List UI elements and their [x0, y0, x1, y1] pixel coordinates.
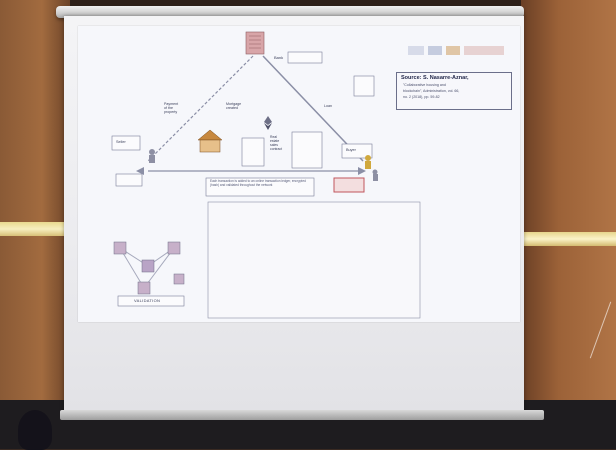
source-citation-box: Source: S. Nasarre-Aznar, "Collaborative… [396, 72, 512, 110]
person-icon [149, 149, 155, 163]
logo-2 [428, 46, 442, 55]
bank-to-buyer-arrow [262, 55, 364, 162]
validation-label: VALIDATION [134, 298, 161, 303]
house-icon [197, 129, 223, 153]
ceiling-light-left [0, 222, 70, 236]
logo-3 [446, 46, 460, 55]
projector-screen-roller [56, 6, 524, 18]
bank-label: Bank [274, 55, 284, 60]
source-line-3: blockchain", Administration, vol. 66, [403, 89, 460, 93]
source-line-4: no. 2 (2018), pp. 59-82 [403, 95, 440, 99]
person-icon [365, 155, 371, 169]
logo-4 [464, 46, 504, 55]
mortgage-label: Mortgage created [226, 102, 242, 111]
ethereum-diamond-icon [264, 116, 272, 130]
ceiling-light-right [521, 232, 616, 246]
source-line-2: "Collaborative housing and [403, 83, 446, 87]
contract-document-icon [241, 137, 265, 167]
contract-label: Real estate sales contract [270, 135, 283, 151]
smart-contract-box [291, 131, 323, 169]
blockchain-network-icon [113, 241, 185, 295]
slide-diagram [111, 31, 504, 319]
buyer-label: Buyer [346, 148, 356, 152]
bank-building-icon [245, 31, 265, 55]
audience-head-silhouette [18, 410, 52, 450]
loan-label: Loan [324, 104, 332, 108]
bottom-center-note: Each transaction is added to an online t… [210, 179, 306, 187]
logo-1 [408, 46, 424, 55]
source-heading: Source: [401, 75, 422, 81]
source-author: S. Nasarre-Aznar, [423, 75, 469, 81]
seller-label: Seller [116, 140, 126, 144]
projector-screen-bottom-bar [60, 410, 544, 420]
payment-label: Payment of the property [164, 102, 179, 115]
projected-slide: Source: S. Nasarre-Aznar, "Collaborative… [78, 26, 520, 322]
wood-wall-right [521, 0, 616, 449]
person-icon [372, 169, 378, 181]
